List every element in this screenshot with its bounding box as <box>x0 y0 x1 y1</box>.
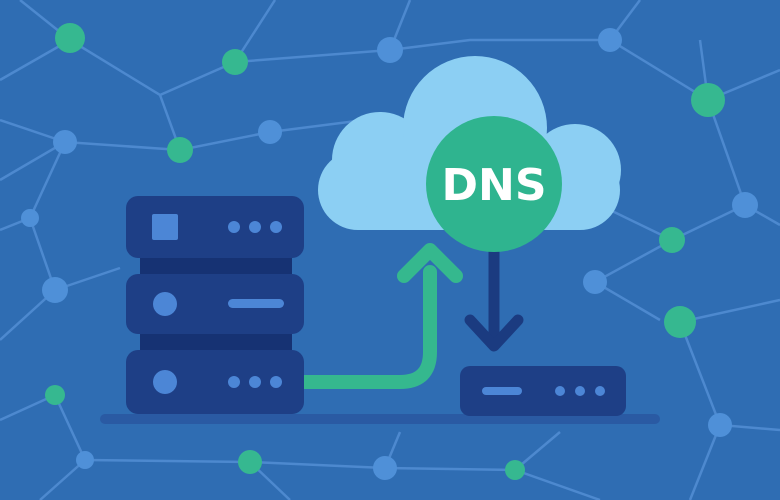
router-led <box>595 386 605 396</box>
server-unit-bottom <box>126 350 304 414</box>
router-led <box>575 386 585 396</box>
server-led <box>270 221 282 233</box>
network-line <box>39 459 86 500</box>
network-node <box>167 137 193 163</box>
network-node <box>238 450 262 474</box>
network-node <box>76 451 94 469</box>
floor-line <box>100 414 660 424</box>
network-node <box>377 37 403 63</box>
server-connector <box>140 255 292 277</box>
router-slot <box>482 387 522 395</box>
network-node <box>21 209 39 227</box>
network-line <box>0 393 56 422</box>
arrow-down-icon <box>464 244 524 352</box>
network-node <box>53 130 77 154</box>
network-node <box>373 456 397 480</box>
dns-circle <box>426 116 562 252</box>
network-node <box>222 49 248 75</box>
server-led <box>228 221 240 233</box>
server-led <box>249 376 261 388</box>
server-led <box>249 221 261 233</box>
router-led <box>555 386 565 396</box>
network-line <box>688 424 722 500</box>
network-node <box>583 270 607 294</box>
server-led <box>270 376 282 388</box>
network-node <box>732 192 758 218</box>
network-node <box>45 385 65 405</box>
server-led <box>228 376 240 388</box>
dns-badge: DNS <box>426 116 562 252</box>
upload-arrow-path <box>293 265 437 389</box>
arrow-up-icon <box>293 243 463 389</box>
network-node <box>258 120 282 144</box>
network-node <box>55 23 85 53</box>
server-round-indicator <box>153 292 177 316</box>
server-round-indicator <box>153 370 177 394</box>
router-icon <box>460 366 626 416</box>
network-line <box>53 394 601 500</box>
network-node <box>42 277 68 303</box>
upload-arrow-head <box>397 243 463 283</box>
server-slot <box>228 299 284 308</box>
network-node <box>664 306 696 338</box>
network-line <box>679 298 780 324</box>
network-node <box>598 28 622 52</box>
network-nodes-green <box>45 23 725 480</box>
server-stack-icon <box>126 196 304 414</box>
network-node <box>659 227 685 253</box>
server-unit-top <box>126 196 304 258</box>
network-node <box>505 460 525 480</box>
network-nodes-blue <box>21 28 758 480</box>
download-arrow-head <box>464 314 524 352</box>
dns-label: DNS <box>441 160 546 211</box>
network-node <box>708 413 732 437</box>
network-node <box>691 83 725 117</box>
server-unit-middle <box>126 274 304 334</box>
server-square-indicator <box>152 214 178 240</box>
